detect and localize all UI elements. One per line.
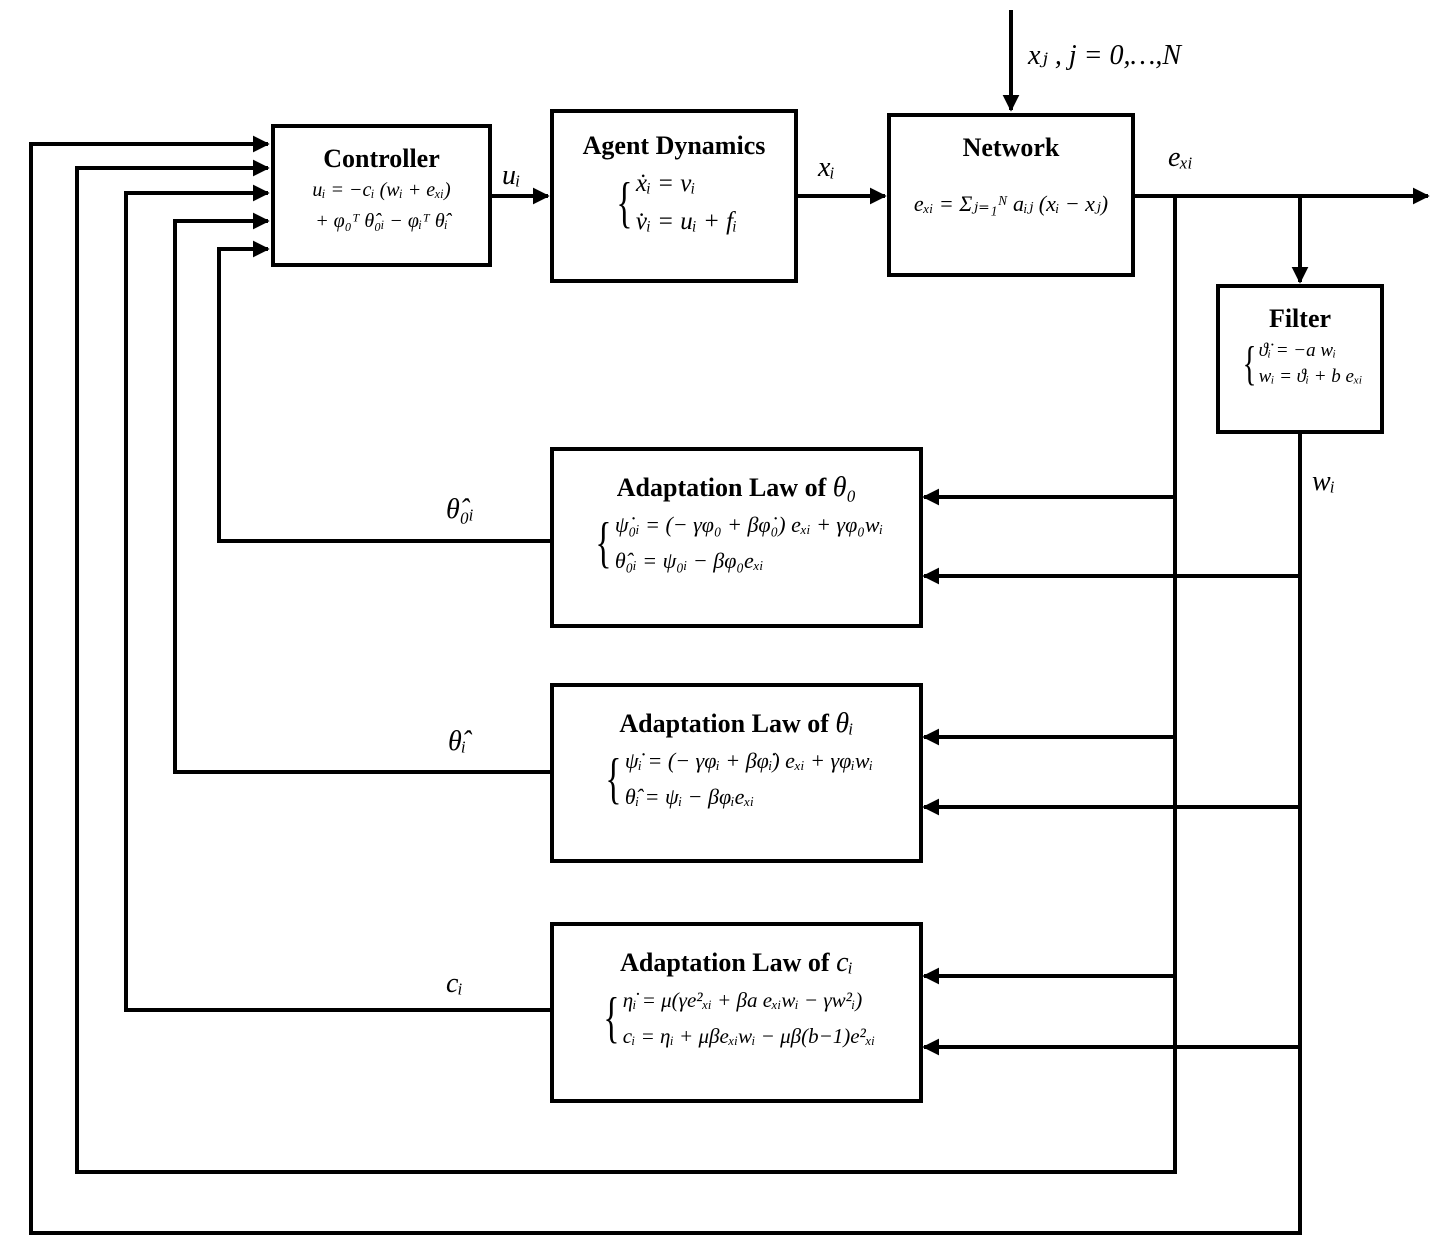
adaptation-theta0-equation-1: ψ̇₀ᵢ = (− γφ₀ + βφ̇₀) eₓᵢ + γφ₀wᵢ [614,512,884,537]
agent-dynamics-title: Agent Dynamics [582,131,766,160]
filter-title: Filter [1268,304,1332,333]
adaptation-thetai-equation-1: ψ̇ᵢ = (− γφᵢ + βφ̇ᵢ) eₓᵢ + γφᵢwᵢ [624,748,873,773]
brace-icon: { [603,987,620,1049]
adaptation-theta0-equation-2: θ̂₀ᵢ = ψ₀ᵢ − βφ₀eₓᵢ [614,548,764,573]
filter-equation-2: wᵢ = ϑᵢ + b eₓᵢ [1258,366,1363,387]
w-label: wᵢ [1312,466,1336,497]
c-label: cᵢ [446,968,463,999]
adaptation-thetai-equation-2: θ̂ᵢ = ψᵢ − βφᵢeₓᵢ [624,784,755,809]
external-input-label: xⱼ , j = 0,…,N [1028,40,1182,71]
adaptation-law-theta0-block: Adaptation Law of θ₀ { ψ̇₀ᵢ = (− γφ₀ + β… [550,447,923,628]
controller-title: Controller [323,144,440,173]
thetai-hat-feedback [173,212,551,774]
adaptation-law-c-block: Adaptation Law of cᵢ { η̇ᵢ = μ(γe²ₓᵢ + β… [550,922,923,1103]
adaptation-theta0-title: Adaptation Law of [616,473,827,502]
w-feedback-bus [29,142,1302,1235]
adaptation-theta0-symbol: θ₀ [832,472,857,503]
adaptation-thetai-title: Adaptation Law of [619,709,829,738]
e-label: eₓᵢ [1168,142,1193,173]
controller-equation-1: uᵢ = −cᵢ (wᵢ + eₓᵢ) [312,179,451,201]
x-label: xᵢ [818,152,835,183]
theta0-hat-label: θ̂₀ᵢ [446,494,474,525]
network-block: Network eₓᵢ = Σⱼ₌₁ᴺ aᵢⱼ (xᵢ − xⱼ) [887,113,1135,277]
adaptation-c-symbol: cᵢ [836,947,853,978]
adaptation-c-equation-2: cᵢ = ηᵢ + μβeₓᵢwᵢ − μβ(b−1)e²ₓᵢ [622,1024,876,1048]
adaptation-c-equation-1: η̇ᵢ = μ(γe²ₓᵢ + βa eₓᵢwᵢ − γw²ᵢ) [622,988,863,1012]
filter-equation-1: ϑ̇ᵢ = −a wᵢ [1258,340,1337,361]
filter-block: Filter { ϑ̇ᵢ = −a wᵢ wᵢ = ϑᵢ + b eₓᵢ [1216,284,1384,434]
brace-icon: { [1242,337,1257,390]
thetai-hat-label: θ̂ᵢ [448,726,467,757]
controller-equation-2: + φ₀ᵀ θ̂₀ᵢ − φᵢᵀ θ̂ᵢ [315,210,448,232]
agent-dynamics-block: Agent Dynamics { ẋᵢ = vᵢ v̇ᵢ = uᵢ + fᵢ [550,109,798,283]
adaptation-c-title: Adaptation Law of [620,948,830,977]
adaptation-thetai-symbol: θᵢ [835,708,854,739]
adaptation-law-thetai-block: Adaptation Law of θᵢ { ψ̇ᵢ = (− γφᵢ + βφ… [550,683,923,863]
brace-icon: { [605,748,622,810]
controller-block: Controller uᵢ = −cᵢ (wᵢ + eₓᵢ) + φ₀ᵀ θ̂₀… [271,124,492,267]
brace-icon: { [595,512,612,574]
brace-icon: { [616,172,633,234]
c-feedback [124,184,551,1012]
agent-equation-1: ẋᵢ = vᵢ [635,170,696,197]
u-label: uᵢ [502,160,521,191]
agent-equation-2: v̇ᵢ = uᵢ + fᵢ [635,208,738,235]
network-equation: eₓᵢ = Σⱼ₌₁ᴺ aᵢⱼ (xᵢ − xⱼ) [913,191,1109,216]
e-feedback-bus [75,166,1177,1174]
network-title: Network [962,133,1060,162]
theta0-hat-feedback [217,240,551,543]
